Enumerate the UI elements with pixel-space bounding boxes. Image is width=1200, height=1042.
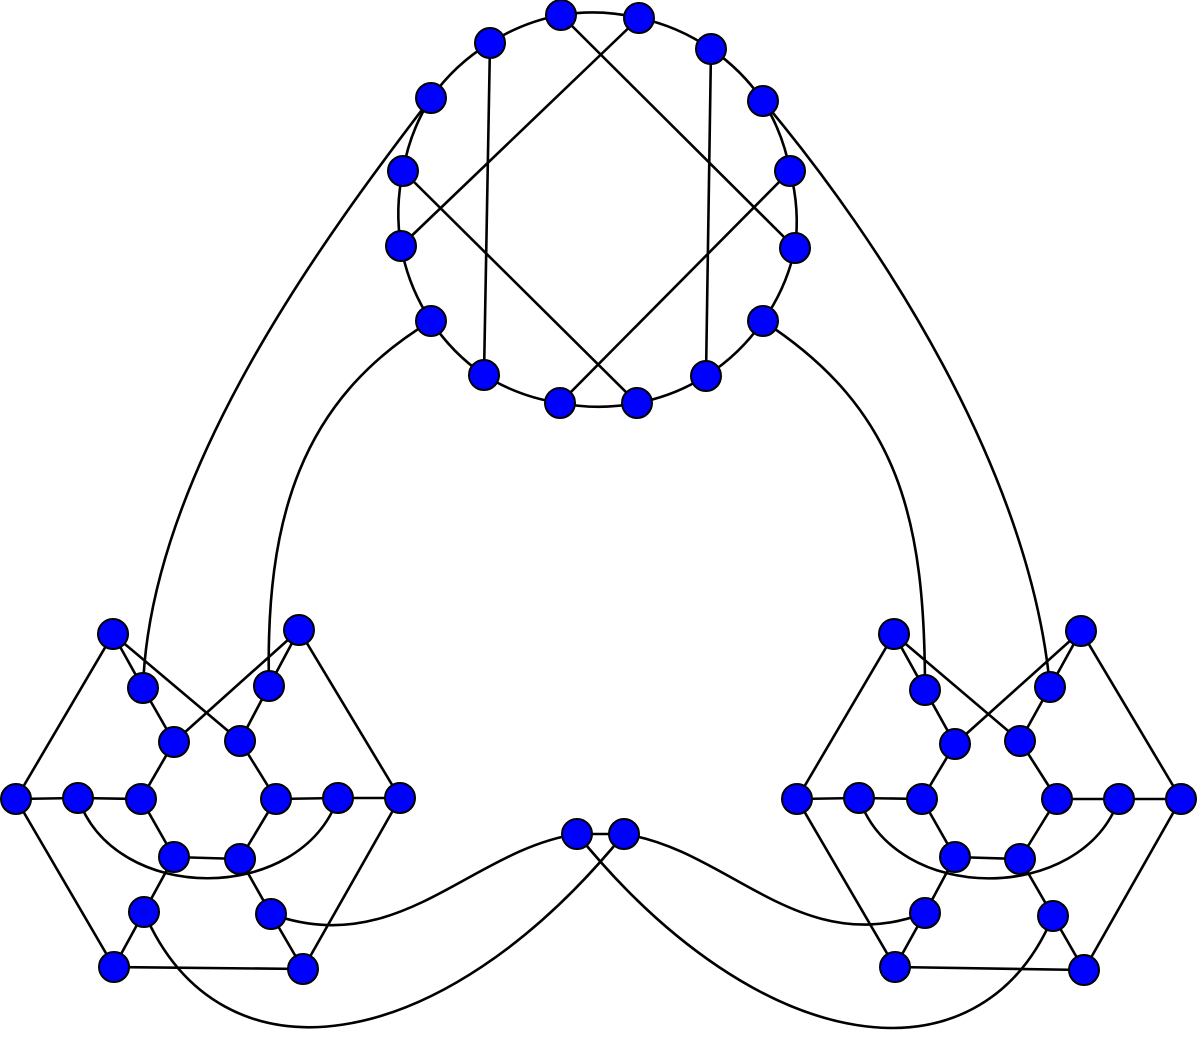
edge-Rh-Rk xyxy=(857,797,1121,880)
edge-t11-Ld xyxy=(267,319,432,687)
node-Rr xyxy=(1068,954,1100,986)
node-Rh xyxy=(843,782,875,814)
edge-La-Lf xyxy=(112,633,241,742)
edge-t4-t9 xyxy=(559,170,791,404)
node-u xyxy=(561,818,593,850)
node-Le xyxy=(158,726,190,758)
edges-layer xyxy=(14,11,1183,1030)
edge-Lg-Lq xyxy=(14,798,116,968)
node-Rb xyxy=(1065,615,1097,647)
node-t0 xyxy=(545,0,577,31)
edge-Rb-Rl xyxy=(1079,630,1183,800)
node-t7 xyxy=(690,360,722,392)
node-Ll xyxy=(384,782,416,814)
node-Rg xyxy=(781,783,813,815)
edge-Ll-Lr xyxy=(301,797,402,970)
node-Rk xyxy=(1103,783,1135,815)
edge-u-Rp xyxy=(575,833,1055,1030)
edge-Rl-Rr xyxy=(1082,798,1183,971)
node-v xyxy=(608,818,640,850)
edge-Lh-Lk xyxy=(76,797,340,880)
node-Ri xyxy=(906,783,938,815)
node-Li xyxy=(125,783,157,815)
edge-t2-t7 xyxy=(704,48,713,377)
node-Rl xyxy=(1165,783,1197,815)
node-Lj xyxy=(260,783,292,815)
node-t2 xyxy=(695,33,727,65)
node-t12 xyxy=(385,230,417,262)
node-La xyxy=(97,618,129,650)
node-Lc xyxy=(127,672,159,704)
node-t10 xyxy=(468,359,500,391)
edge-La-Lg xyxy=(14,633,115,800)
edge-t1-t12 xyxy=(400,17,640,247)
node-Ro xyxy=(909,897,941,929)
node-Rd xyxy=(1034,671,1066,703)
edge-v-Ro xyxy=(623,832,926,926)
node-Lm xyxy=(158,841,190,873)
edge-Rg-Rq xyxy=(795,798,897,968)
edge-u-Lp xyxy=(270,832,578,927)
edge-Lo-v xyxy=(142,833,626,1029)
edge-t13-t8 xyxy=(402,170,638,404)
node-Rj xyxy=(1041,783,1073,815)
edge-Lq-Lr xyxy=(113,965,304,971)
node-Lk xyxy=(322,782,354,814)
node-Rn xyxy=(1004,843,1036,875)
edge-t0-t5 xyxy=(560,14,796,249)
node-t3 xyxy=(747,85,779,117)
node-t13 xyxy=(387,155,419,187)
node-Lh xyxy=(62,782,94,814)
node-t1 xyxy=(623,2,655,34)
edge-Rb-Re xyxy=(954,630,1082,745)
node-Rm xyxy=(939,841,971,873)
node-t8 xyxy=(621,387,653,419)
node-t11 xyxy=(415,305,447,337)
edge-t6-Rc xyxy=(762,319,927,691)
edge-Rq-Rr xyxy=(894,965,1085,972)
edge-Lb-Le xyxy=(173,629,300,743)
node-Lo xyxy=(128,896,160,928)
node-Ra xyxy=(878,618,910,650)
edge-Ra-Rf xyxy=(893,633,1021,742)
node-Re xyxy=(939,728,971,760)
node-t6 xyxy=(747,305,779,337)
node-Ld xyxy=(253,670,285,702)
edge-Ra-Rg xyxy=(795,633,896,800)
node-Lf xyxy=(224,725,256,757)
node-Lg xyxy=(0,783,32,815)
node-Rp xyxy=(1037,900,1069,932)
node-Rc xyxy=(909,674,941,706)
node-t14 xyxy=(415,82,447,114)
node-t9 xyxy=(544,387,576,419)
node-Lr xyxy=(287,953,319,985)
node-Lq xyxy=(98,951,130,983)
edge-t14-Lc xyxy=(141,97,433,689)
node-t5 xyxy=(779,232,811,264)
edge-t3-Rd xyxy=(762,100,1052,688)
node-Rf xyxy=(1004,725,1036,757)
node-Lp xyxy=(255,898,287,930)
node-t4 xyxy=(774,155,806,187)
nodes-layer xyxy=(0,0,1197,986)
node-Ln xyxy=(224,843,256,875)
edge-Lb-Ll xyxy=(297,629,402,799)
edge-t15-t10 xyxy=(482,42,492,376)
node-Rq xyxy=(879,951,911,983)
node-t15 xyxy=(474,27,506,59)
node-Lb xyxy=(283,614,315,646)
